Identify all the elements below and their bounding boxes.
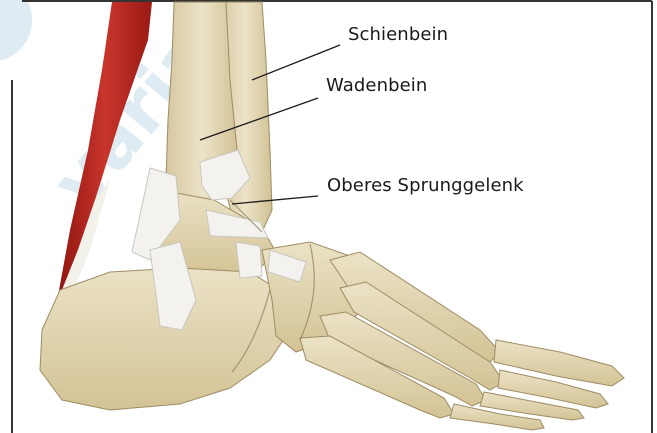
label-wadenbein: Wadenbein: [326, 75, 427, 96]
label-schienbein: Schienbein: [348, 24, 448, 45]
label-oberes-sprunggelenk: Oberes Sprunggelenk: [327, 175, 524, 196]
ligament-band-3: [236, 242, 262, 278]
watermark-circle: [0, 0, 32, 62]
